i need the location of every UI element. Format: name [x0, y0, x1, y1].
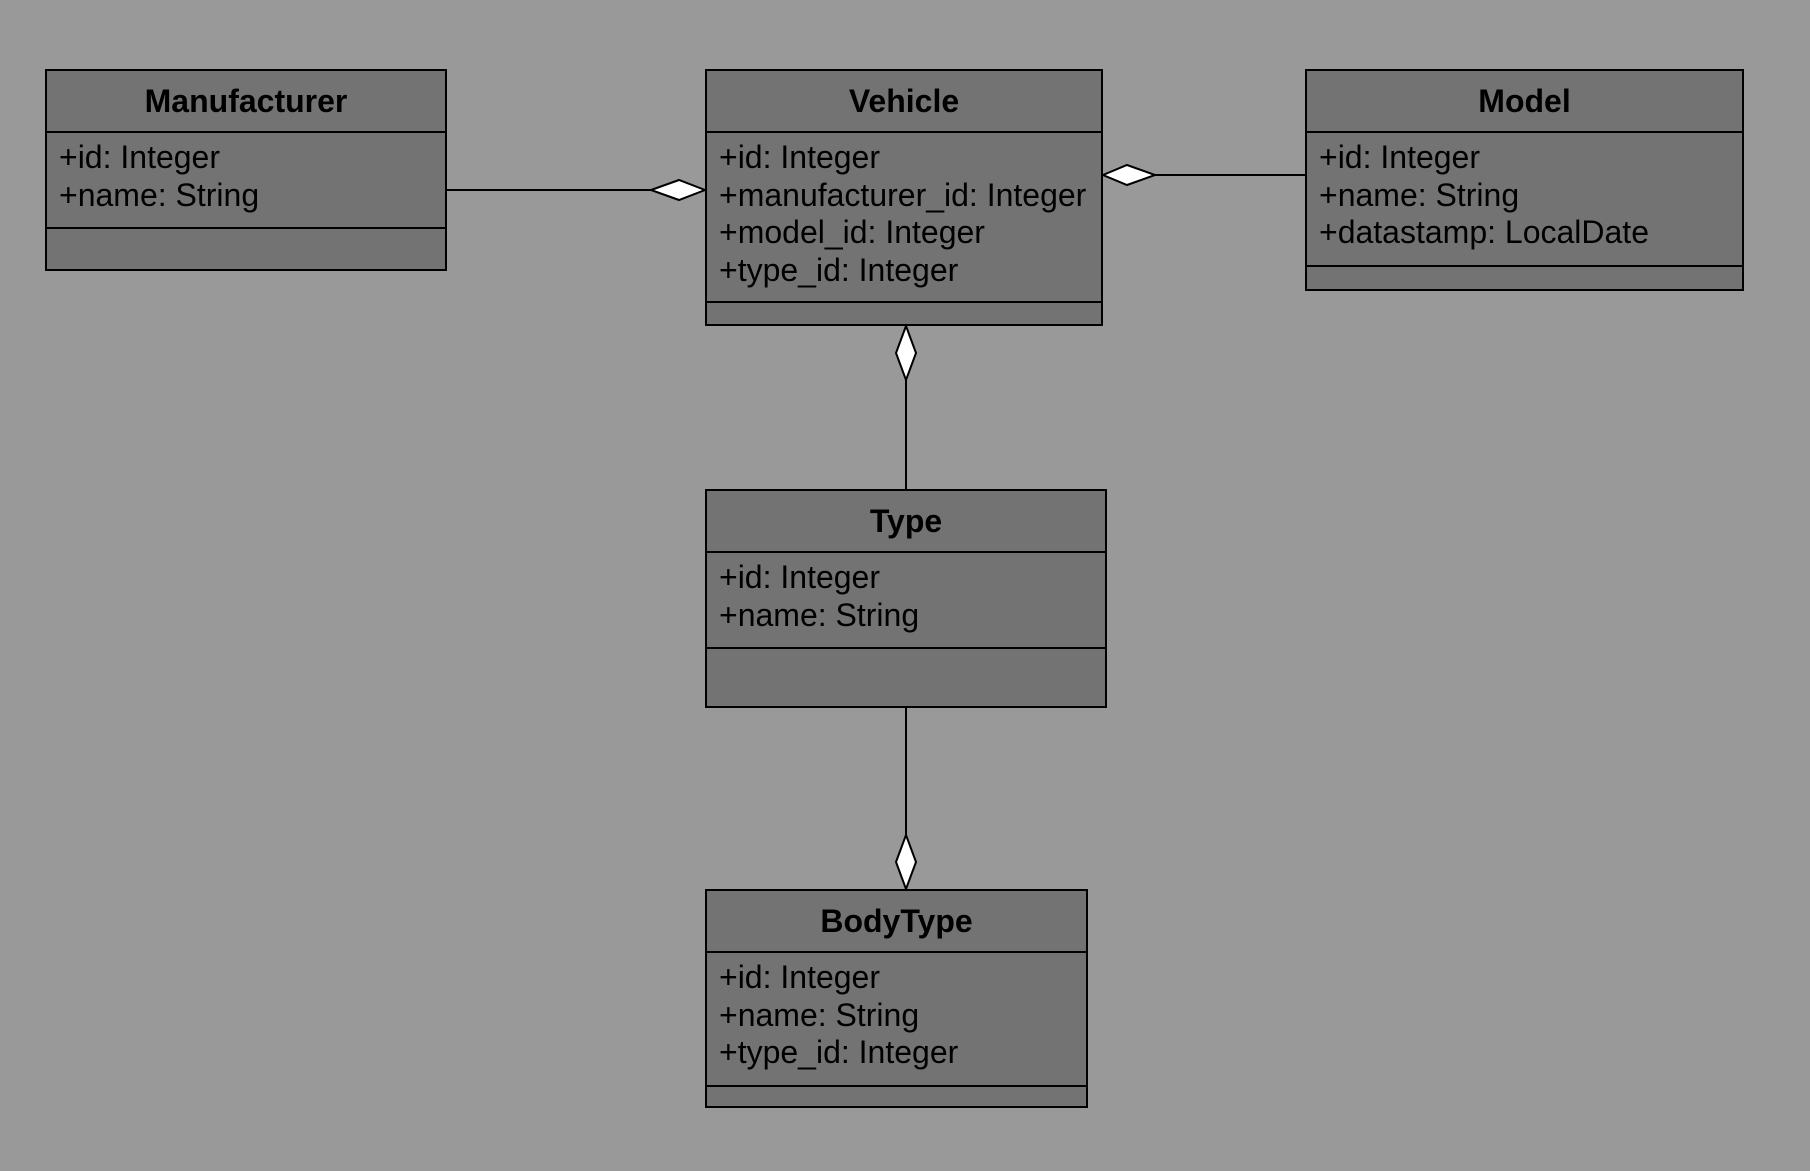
class-name: BodyType: [707, 891, 1086, 953]
aggregation-diamond: [1100, 163, 1158, 187]
attribute: +name: String: [719, 996, 920, 1033]
attributes-section: +id: Integer +name: String: [47, 133, 445, 229]
relation-type-vehicle: [894, 323, 918, 489]
class-name: Type: [707, 491, 1105, 553]
attribute: +datastamp: LocalDate: [1319, 214, 1649, 250]
relation-type-bodytype: [894, 708, 918, 892]
attributes-section: +id: Integer +name: String +datastamp: L…: [1307, 133, 1742, 267]
attribute: +manufacturer_id: Integer: [719, 176, 1087, 213]
attribute: +name: String: [1319, 176, 1520, 213]
relation-model-vehicle: [1100, 163, 1305, 187]
aggregation-diamond: [648, 178, 708, 202]
class-model[interactable]: Model +id: Integer +name: String +datast…: [1305, 69, 1744, 291]
attribute: +id: Integer: [719, 139, 880, 175]
attributes-section: +id: Integer +manufacturer_id: Integer +…: [707, 133, 1101, 303]
aggregation-diamond: [894, 832, 918, 892]
attribute: +name: String: [719, 596, 920, 633]
attribute: +type_id: Integer: [719, 251, 959, 288]
class-name: Manufacturer: [47, 71, 445, 133]
attribute: +type_id: Integer: [719, 1034, 959, 1070]
class-vehicle[interactable]: Vehicle +id: Integer +manufacturer_id: I…: [705, 69, 1103, 326]
class-name: Vehicle: [707, 71, 1101, 133]
relation-manufacturer-vehicle: [447, 178, 708, 202]
aggregation-diamond: [894, 323, 918, 383]
class-bodytype[interactable]: BodyType +id: Integer +name: String +typ…: [705, 889, 1088, 1108]
attribute: +id: Integer: [719, 959, 880, 995]
attribute: +name: String: [59, 176, 260, 213]
attribute: +id: Integer: [1319, 139, 1480, 175]
attribute: +id: Integer: [59, 139, 220, 175]
attribute: +model_id: Integer: [719, 214, 985, 250]
attributes-section: +id: Integer +name: String: [707, 553, 1105, 649]
attributes-section: +id: Integer +name: String +type_id: Int…: [707, 953, 1086, 1087]
class-name: Model: [1307, 71, 1742, 133]
class-manufacturer[interactable]: Manufacturer +id: Integer +name: String: [45, 69, 447, 271]
attribute: +id: Integer: [719, 559, 880, 595]
class-type[interactable]: Type +id: Integer +name: String: [705, 489, 1107, 708]
